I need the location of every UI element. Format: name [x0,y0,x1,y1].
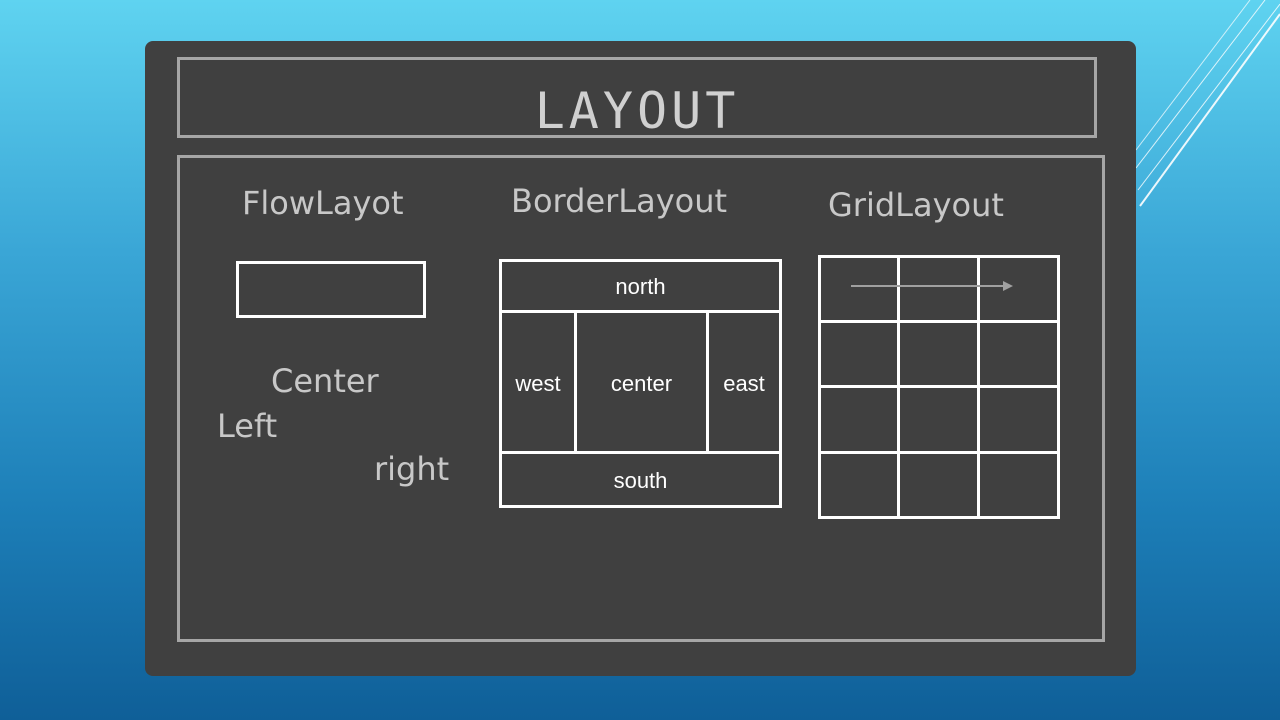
grid-fill-direction-arrow [851,281,1013,291]
page-title: LAYOUT [534,82,740,140]
flow-left-label: Left [217,407,278,445]
title-frame: LAYOUT [177,57,1097,138]
border-east-label: east [723,371,765,396]
grid-row-divider [818,451,1060,454]
border-north-divider [499,310,782,313]
border-layout-diagram [499,259,782,508]
border-center-label: center [610,371,673,396]
flow-layout-component-box [236,261,426,318]
border-east-divider [706,313,709,451]
grid-row-divider [818,320,1060,323]
border-south-divider [499,451,782,454]
chalkboard: LAYOUT FlowLayot Center Left right Borde… [145,41,1136,676]
flow-layout-heading: FlowLayot [242,184,404,222]
content-frame [177,155,1105,642]
flow-center-label: Center [271,362,379,400]
border-south-label: south [613,468,668,493]
grid-layout-heading: GridLayout [828,186,1004,224]
border-north-label: north [615,274,666,299]
border-west-divider [574,313,577,451]
border-west-label: west [515,371,561,396]
grid-row-divider [818,385,1060,388]
border-layout-heading: BorderLayout [511,182,728,220]
flow-right-label: right [374,450,450,488]
